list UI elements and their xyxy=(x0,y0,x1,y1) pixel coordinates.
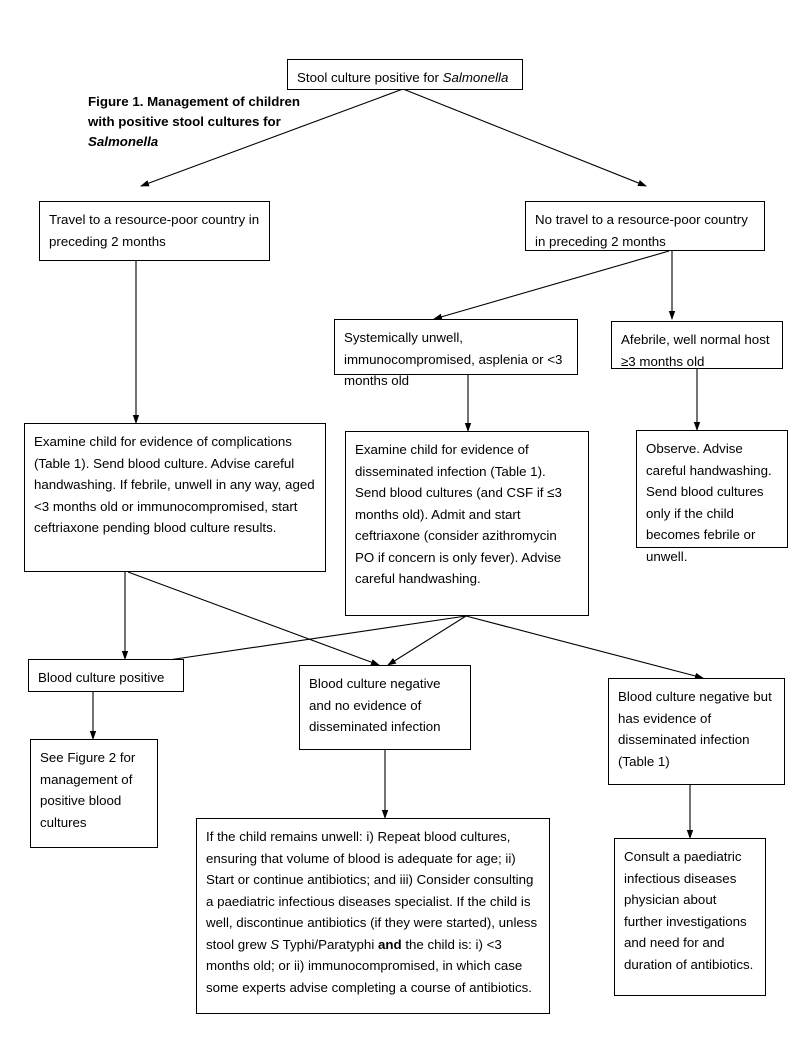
edge-root-to-travel-no xyxy=(402,88,647,187)
node-remains-unwell-bold-and: and xyxy=(377,936,402,952)
node-root-text: Stool culture positive for xyxy=(297,70,443,85)
figure-caption-line1: Figure 1. Management of children xyxy=(88,94,301,109)
node-remains-unwell-part3: the child is: i) <3 months old; or ii) i… xyxy=(206,936,532,995)
node-afebrile-well[interactable]: Afebrile, well normal host ≥3 months old xyxy=(611,321,783,369)
node-root-organism: Salmonella xyxy=(442,70,509,85)
node-remains-unwell-part2: Typhi/Paratyphi xyxy=(279,936,378,952)
node-see-figure-2[interactable]: See Figure 2 for management of positive … xyxy=(30,739,158,848)
node-systemically-unwell[interactable]: Systemically unwell, immunocompromised, … xyxy=(334,319,578,388)
node-observe[interactable]: Observe. Advise careful handwashing. Sen… xyxy=(636,430,788,564)
node-bc-positive[interactable]: Blood culture positive xyxy=(28,659,184,692)
node-remains-unwell-part1: If the child remains unwell: i) Repeat b… xyxy=(206,829,538,952)
node-root-stool-culture-positive[interactable]: Stool culture positive for Salmonella xyxy=(287,59,523,90)
node-travel-yes[interactable]: Travel to a resource-poor country in pre… xyxy=(39,201,270,261)
node-remains-unwell-italic-s: S xyxy=(270,936,280,952)
node-examine-disseminated[interactable]: Examine child for evidence of disseminat… xyxy=(345,431,589,616)
edge-disseminated-to-bc-negative-evidence xyxy=(465,615,704,680)
edge-travel-no-to-systemically-unwell xyxy=(433,250,670,320)
node-remains-unwell[interactable]: If the child remains unwell: i) Repeat b… xyxy=(196,818,550,1014)
figure-caption-line2: with positive stool cultures for xyxy=(88,114,281,130)
node-travel-no[interactable]: No travel to a resource-poor country in … xyxy=(525,201,765,251)
node-bc-negative-no-evidence[interactable]: Blood culture negative and no evidence o… xyxy=(299,665,471,750)
edge-disseminated-to-bc-negative-no-evidence xyxy=(387,615,467,666)
edge-disseminated-to-bc-positive xyxy=(134,615,467,667)
edge-examine-to-bc-negative-no-evidence xyxy=(127,571,380,666)
figure-caption-organism: Salmonella xyxy=(88,134,159,150)
node-bc-negative-evidence[interactable]: Blood culture negative but has evidence … xyxy=(608,678,785,785)
node-examine-complications[interactable]: Examine child for evidence of complicati… xyxy=(24,423,326,572)
node-consult-paediatric[interactable]: Consult a paediatric infectious diseases… xyxy=(614,838,766,996)
figure-caption: Figure 1. Management of children with po… xyxy=(88,92,323,153)
